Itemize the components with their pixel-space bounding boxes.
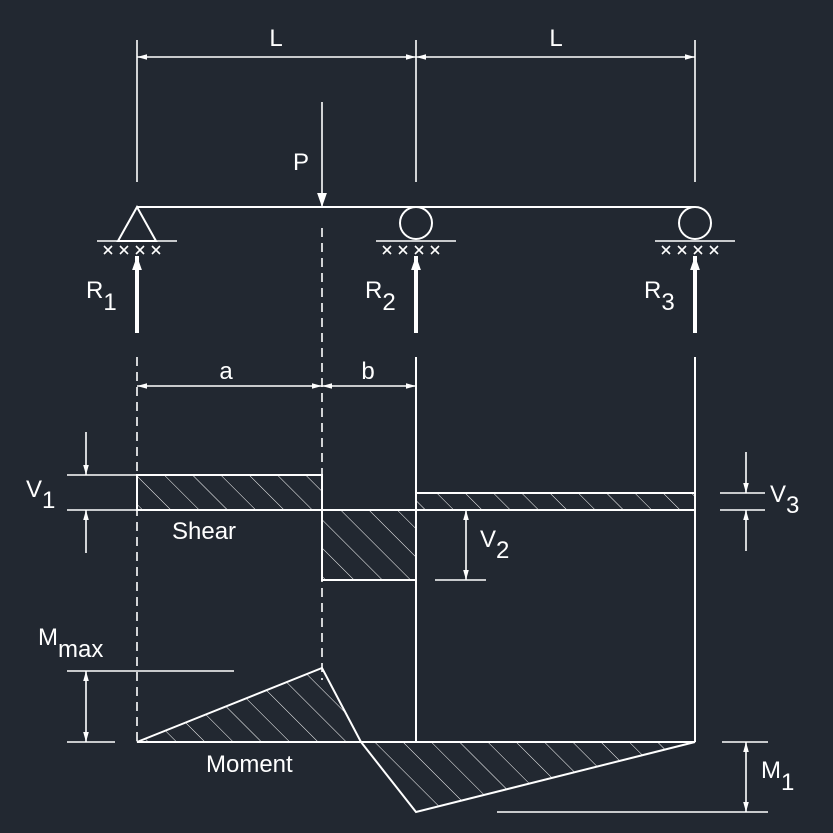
reaction-3-label: R3 [644, 277, 675, 316]
v1-label: V1 [26, 476, 55, 514]
shear-region-3 [415, 492, 696, 511]
dim-b-label: b [361, 358, 374, 385]
m1-label: M1 [761, 757, 794, 796]
ground-hatch-3 [661, 245, 719, 255]
reaction-1-label: R1 [86, 277, 117, 316]
shear-region-1 [136, 474, 323, 511]
span-1-label: L [269, 25, 282, 52]
span-2-label: L [549, 25, 562, 52]
pin-support [116, 204, 158, 242]
roller-support-3 [678, 206, 712, 240]
ground-hatch-2 [382, 245, 440, 255]
v2-label: V2 [480, 526, 509, 564]
shear-diagram: Shear V1 V2 V3 [26, 432, 799, 581]
shear-title: Shear [172, 518, 236, 545]
moment-diagram: Moment Mmax M1 [38, 624, 794, 814]
moment-title: Moment [206, 751, 293, 778]
span-dimensions: L L [136, 25, 696, 182]
beam-assembly: P [97, 102, 735, 255]
shear-region-2 [321, 509, 417, 581]
moment-negative-region [358, 741, 696, 814]
moment-positive-region [136, 666, 363, 743]
dim-a-label: a [219, 358, 233, 385]
v3-label: V3 [770, 481, 799, 519]
point-load-label: P [293, 149, 309, 176]
reaction-2-label: R2 [365, 277, 396, 316]
load-position-dimensions: a b [137, 358, 416, 389]
ground-hatch-1 [103, 245, 161, 255]
mmax-label: Mmax [38, 624, 103, 663]
roller-support-2 [399, 206, 433, 240]
reactions: R1 R2 R3 [86, 256, 700, 333]
